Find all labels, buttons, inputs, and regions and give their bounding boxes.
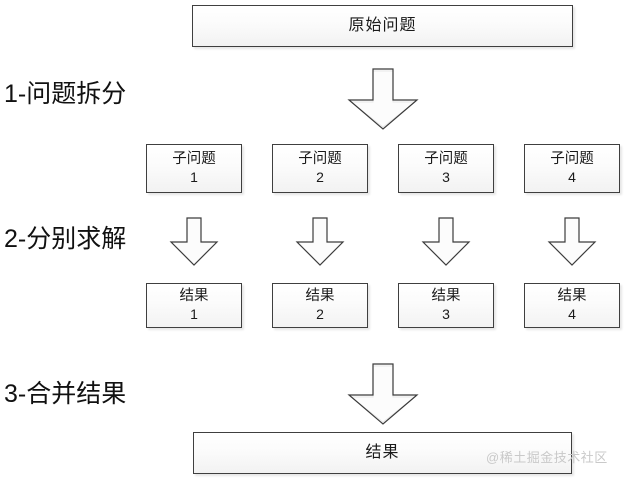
node-result-4[interactable]: 结果 4 bbox=[524, 283, 620, 328]
node-final-result[interactable]: 结果 bbox=[193, 432, 572, 474]
node-subproblem-3-label: 子问题 bbox=[424, 150, 468, 167]
node-subproblem-1[interactable]: 子问题 1 bbox=[146, 144, 242, 193]
node-subproblem-4-label: 子问题 bbox=[550, 150, 594, 167]
node-result-4-index: 4 bbox=[568, 306, 576, 323]
arrow-solve-4-icon bbox=[547, 217, 597, 266]
node-subproblem-4-index: 4 bbox=[568, 169, 576, 186]
node-subproblem-2-index: 2 bbox=[316, 169, 324, 186]
arrow-split-icon bbox=[347, 68, 419, 130]
node-result-4-label: 结果 bbox=[557, 287, 587, 304]
node-subproblem-2[interactable]: 子问题 2 bbox=[272, 144, 368, 193]
node-subproblem-2-label: 子问题 bbox=[298, 150, 342, 167]
node-original-problem-label: 原始问题 bbox=[348, 17, 417, 35]
step-label-2: 2-分别求解 bbox=[4, 225, 127, 253]
node-result-2-label: 结果 bbox=[305, 287, 335, 304]
arrow-merge-icon bbox=[347, 363, 419, 425]
node-result-2[interactable]: 结果 2 bbox=[272, 283, 368, 328]
node-subproblem-3[interactable]: 子问题 3 bbox=[398, 144, 494, 193]
node-result-1[interactable]: 结果 1 bbox=[146, 283, 242, 328]
node-result-3-label: 结果 bbox=[431, 287, 461, 304]
node-result-1-label: 结果 bbox=[179, 287, 209, 304]
node-subproblem-1-index: 1 bbox=[190, 169, 198, 186]
step-label-1: 1-问题拆分 bbox=[4, 80, 127, 108]
node-result-1-index: 1 bbox=[190, 306, 198, 323]
arrow-solve-3-icon bbox=[421, 217, 471, 266]
step-label-3: 3-合并结果 bbox=[4, 380, 127, 408]
node-final-result-label: 结果 bbox=[365, 444, 400, 462]
arrow-solve-2-icon bbox=[295, 217, 345, 266]
node-subproblem-1-label: 子问题 bbox=[172, 150, 216, 167]
node-result-3-index: 3 bbox=[442, 306, 450, 323]
node-result-2-index: 2 bbox=[316, 306, 324, 323]
node-subproblem-4[interactable]: 子问题 4 bbox=[524, 144, 620, 193]
arrow-solve-1-icon bbox=[169, 217, 219, 266]
node-result-3[interactable]: 结果 3 bbox=[398, 283, 494, 328]
node-original-problem[interactable]: 原始问题 bbox=[192, 5, 573, 47]
node-subproblem-3-index: 3 bbox=[442, 169, 450, 186]
